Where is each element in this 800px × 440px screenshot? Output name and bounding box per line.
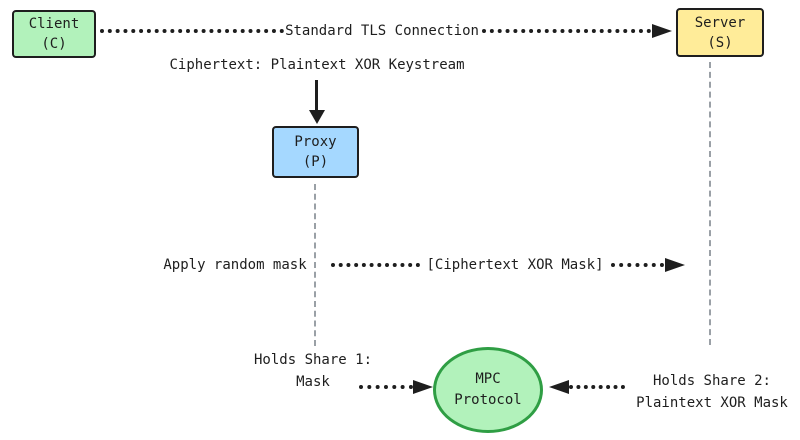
share2-label: Holds Share 2: Plaintext XOR Mask — [636, 370, 788, 414]
arrowhead-right-icon — [652, 24, 672, 38]
server-node-label: Server — [694, 14, 746, 31]
proxy-node: Proxy (P) — [272, 126, 359, 178]
client-node-label: Client — [28, 16, 80, 32]
client-node: Client (C) — [12, 10, 96, 58]
mpc-node-label: MPC — [475, 371, 501, 387]
arrowhead-right-icon — [413, 380, 433, 394]
share2-dotted-line — [569, 385, 625, 389]
masked-ciphertext-dotted-left — [331, 263, 420, 267]
server-node: Server (S) — [676, 8, 764, 57]
tls-connection-label: Standard TLS Connection — [285, 23, 479, 39]
masked-ciphertext-dotted-right — [611, 263, 664, 267]
tls-dotted-line-left — [100, 29, 284, 33]
server-node-sublabel: (S) — [707, 34, 733, 51]
share1-dotted-line — [359, 385, 413, 389]
apply-mask-label: Apply random mask — [163, 257, 307, 273]
ciphertext-note-label: Ciphertext: Plaintext XOR Keystream — [169, 57, 465, 73]
proxy-node-sublabel: (P) — [302, 154, 329, 170]
tls-dotted-line-right — [482, 29, 651, 33]
mpc-node-sublabel: Protocol — [454, 392, 522, 408]
share1-label: Holds Share 1: Mask — [254, 349, 372, 393]
arrowhead-right-icon — [665, 258, 685, 272]
share1-line2: Mask — [296, 374, 330, 390]
arrowhead-down-icon — [309, 110, 325, 124]
proxy-arrow-line — [315, 80, 318, 112]
server-lifeline-dashed — [709, 62, 711, 345]
proxy-node-label: Proxy — [294, 134, 337, 150]
proxy-lifeline-dashed — [314, 184, 316, 346]
client-node-sublabel: (C) — [41, 36, 67, 52]
arrowhead-left-icon — [549, 380, 569, 394]
mpc-protocol-node: MPC Protocol — [433, 347, 543, 433]
share1-line1: Holds Share 1: — [253, 352, 373, 368]
share2-line2: Plaintext XOR Mask — [636, 395, 788, 411]
share2-line1: Holds Share 2: — [652, 373, 771, 389]
masked-ciphertext-label: [Ciphertext XOR Mask] — [426, 257, 604, 273]
